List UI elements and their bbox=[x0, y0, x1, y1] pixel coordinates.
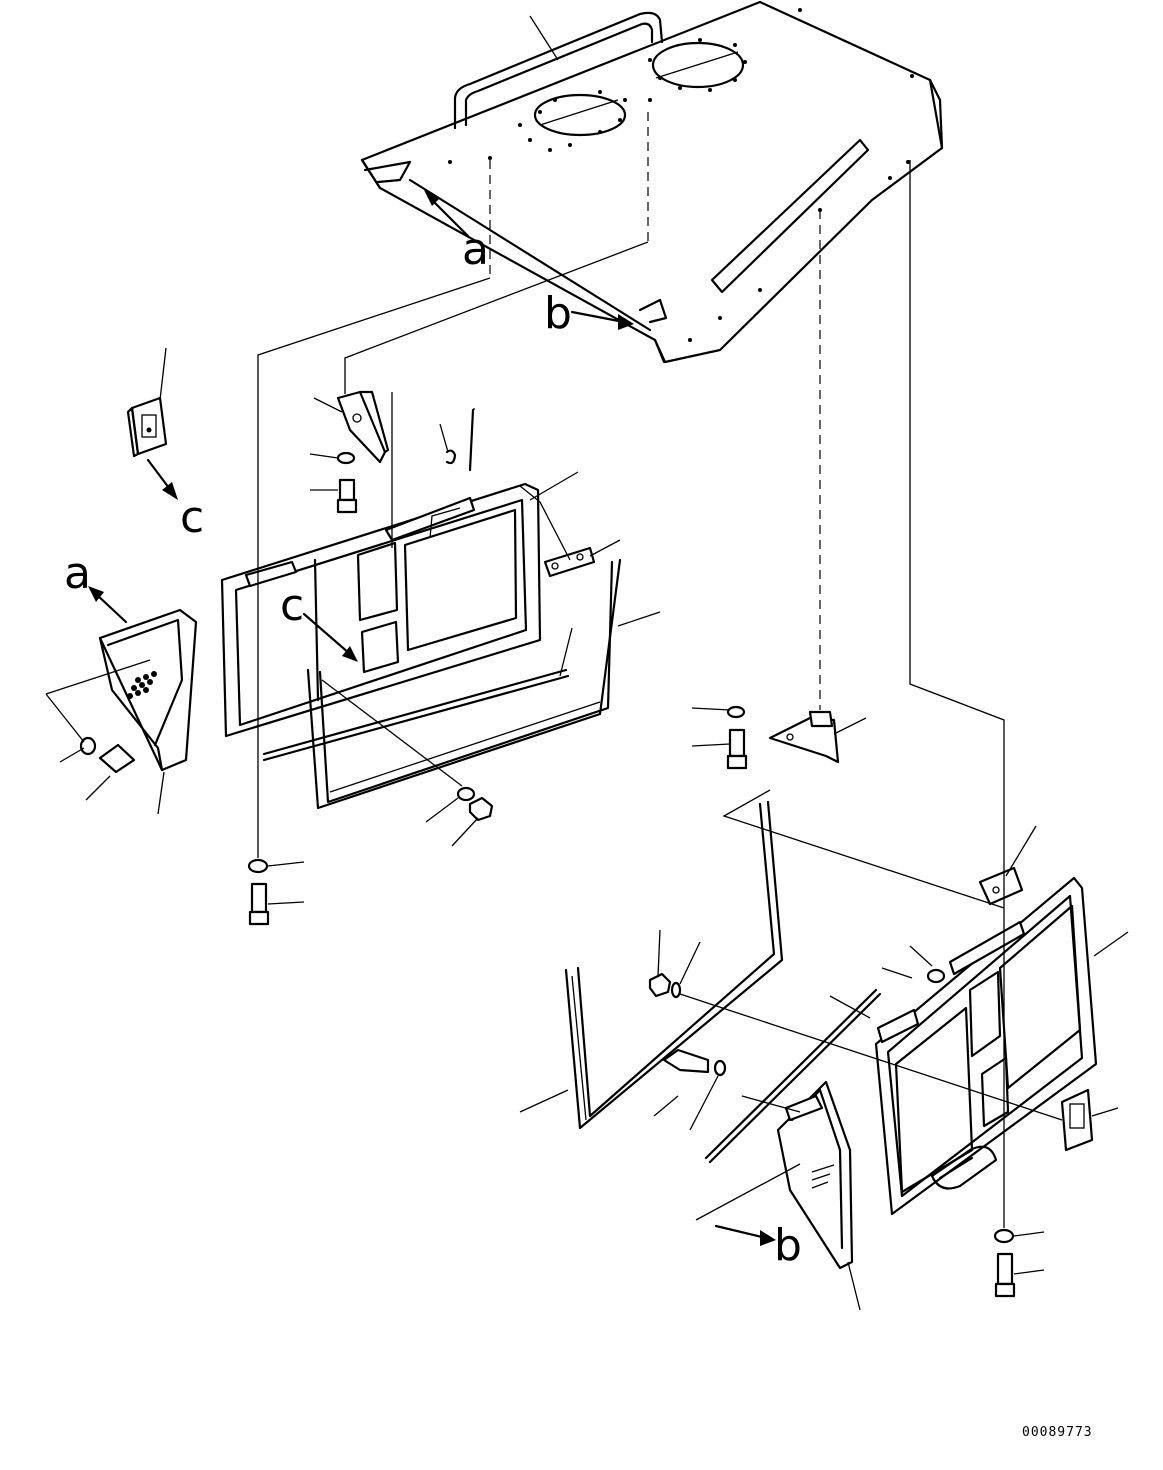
callout-arrow-b-bottom bbox=[714, 1224, 776, 1246]
upper-bolt bbox=[336, 478, 358, 514]
left-cover-bolt bbox=[98, 743, 136, 774]
callout-label-a-left: a bbox=[64, 548, 91, 599]
callout-label-c-latch: c bbox=[180, 492, 204, 543]
assembly-lines bbox=[45, 112, 1063, 1228]
top-handle bbox=[453, 11, 664, 130]
callout-arrow-a-left bbox=[88, 586, 128, 624]
right-u-seal bbox=[564, 800, 784, 1130]
right-door-handle bbox=[930, 1145, 998, 1190]
right-lower-bolt bbox=[662, 1048, 710, 1074]
part-leader-lines bbox=[59, 15, 1129, 1311]
right-upper-bolt bbox=[726, 728, 748, 770]
upper-hinge-bracket bbox=[336, 390, 390, 464]
cover-opening-left bbox=[533, 93, 627, 137]
right-latch-bracket bbox=[1060, 1088, 1094, 1152]
document-number: 00089773 bbox=[1022, 1425, 1093, 1440]
ventilation-holes bbox=[127, 671, 157, 699]
right-top-hinge bbox=[978, 866, 1024, 906]
left-door-frame bbox=[220, 482, 542, 738]
right-side-cover bbox=[776, 1080, 854, 1270]
left-latch-bracket bbox=[126, 396, 168, 458]
right-door-washer bbox=[926, 968, 946, 984]
top-cover-plate bbox=[360, 0, 944, 364]
lower-left-bolt bbox=[248, 882, 270, 926]
left-seal-strip bbox=[262, 668, 570, 762]
center-washer bbox=[456, 786, 476, 802]
right-upper-washer bbox=[726, 705, 746, 719]
callout-label-b-top: b bbox=[544, 288, 572, 339]
left-cover-washer bbox=[79, 736, 97, 756]
small-spring-clip bbox=[445, 408, 475, 472]
right-seal-strip bbox=[704, 988, 882, 1164]
callout-arrow-a-top bbox=[424, 190, 470, 238]
right-bottom-bolt bbox=[994, 1252, 1016, 1298]
right-door-hinge-strip bbox=[876, 920, 1026, 1044]
cover-bolt-holes bbox=[448, 8, 914, 342]
center-nut bbox=[468, 796, 494, 822]
right-lock-washer bbox=[670, 981, 682, 999]
callout-arrow-b-top bbox=[570, 310, 634, 330]
right-hinge-bracket bbox=[768, 710, 840, 764]
upper-washer bbox=[336, 451, 356, 465]
cover-opening-right bbox=[651, 41, 745, 89]
callout-label-c-panel: c bbox=[280, 580, 304, 631]
callout-label-b-bottom: b bbox=[774, 1220, 802, 1271]
right-cover-label-text bbox=[811, 1164, 835, 1189]
right-lower-washer bbox=[713, 1059, 727, 1077]
callout-arrow-c-latch bbox=[146, 458, 178, 500]
right-nut bbox=[648, 972, 672, 998]
right-door-frame bbox=[874, 876, 1098, 1216]
right-bottom-washer bbox=[993, 1228, 1015, 1244]
callout-label-a-top: a bbox=[462, 224, 489, 275]
lower-left-washer bbox=[247, 858, 269, 874]
callout-arrow-c-panel bbox=[302, 612, 358, 662]
left-door-hinge-plate bbox=[543, 546, 596, 578]
